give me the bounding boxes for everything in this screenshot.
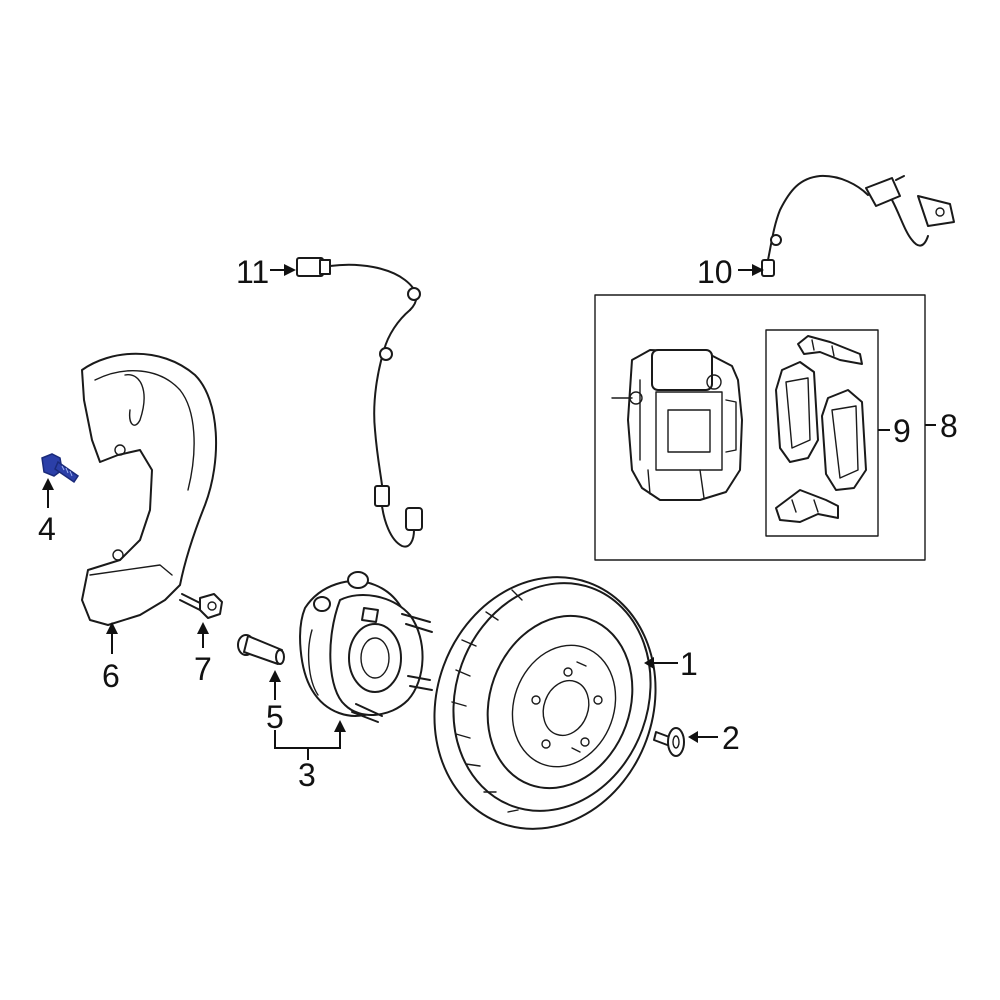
brake-sensor-wire[interactable]: [761, 174, 955, 277]
pad-hardware-clips-top[interactable]: [797, 335, 863, 365]
shield-bolt-highlighted[interactable]: [41, 453, 80, 484]
wheel-speed-sensor-harness[interactable]: [296, 257, 423, 548]
callout-labels: 1 2 3 4 5 6 7 8 9 10 11: [38, 254, 958, 793]
callout-5[interactable]: 5: [266, 699, 284, 735]
brake-pad-outer[interactable]: [821, 389, 867, 491]
callout-4[interactable]: 4: [38, 511, 56, 547]
bolt-7[interactable]: [179, 593, 223, 619]
callout-7[interactable]: 7: [194, 651, 212, 687]
callout-8[interactable]: 8: [940, 408, 958, 444]
caliper-assembly-box: [594, 294, 926, 561]
leader-lines: [42, 264, 936, 760]
callout-3[interactable]: 3: [298, 757, 316, 793]
brake-rotor[interactable]: [400, 546, 691, 860]
callout-11[interactable]: 11: [236, 254, 269, 290]
brake-pad-inner[interactable]: [775, 361, 819, 463]
rotor-screw[interactable]: [653, 727, 685, 757]
splash-shield[interactable]: [81, 352, 218, 626]
callout-1[interactable]: 1: [680, 646, 698, 682]
callout-6[interactable]: 6: [102, 658, 120, 694]
brake-caliper[interactable]: [611, 349, 743, 501]
pad-hardware-clips-bottom[interactable]: [775, 489, 839, 523]
callout-2[interactable]: 2: [722, 720, 740, 756]
callout-10[interactable]: 10: [697, 254, 733, 290]
wheel-stud[interactable]: [237, 634, 285, 665]
hub-bearing-assembly[interactable]: [299, 571, 433, 723]
callout-9[interactable]: 9: [893, 413, 911, 449]
